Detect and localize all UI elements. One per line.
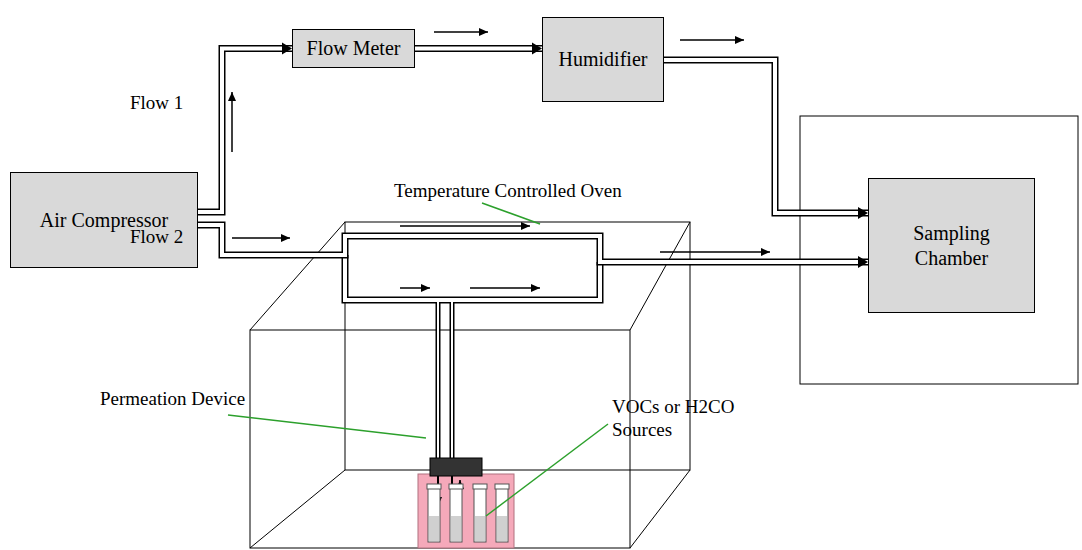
process-box: Flow Meter bbox=[292, 29, 415, 68]
node-text: Flow Meter bbox=[307, 36, 401, 61]
leader-line bbox=[482, 203, 540, 224]
leader-line bbox=[228, 415, 426, 438]
pipe-connector bbox=[415, 43, 542, 55]
compressor-box: Air Compressor bbox=[10, 172, 198, 268]
permeation-bottle bbox=[418, 458, 514, 548]
source-vials bbox=[427, 484, 509, 542]
oven-box bbox=[250, 222, 690, 548]
flow-label: Flow 1 bbox=[130, 92, 183, 115]
chamber-enclosure bbox=[800, 116, 1078, 384]
chamber-box: Sampling Chamber bbox=[868, 178, 1035, 313]
pipe-connector bbox=[198, 43, 292, 213]
pipe-connector bbox=[664, 60, 868, 219]
source-label: VOCs or H2CO Sources bbox=[612, 396, 742, 442]
node-text: Humidifier bbox=[559, 47, 648, 72]
flow-arrows bbox=[232, 32, 770, 288]
device-label: Permeation Device bbox=[100, 388, 245, 411]
pipe-connector bbox=[198, 225, 868, 268]
leader-line bbox=[486, 424, 608, 516]
bypass-pipe bbox=[345, 255, 600, 462]
process-box: Humidifier bbox=[542, 17, 664, 102]
oven-label: Temperature Controlled Oven bbox=[394, 180, 622, 203]
flow-label: Flow 2 bbox=[130, 226, 183, 249]
node-text: Sampling Chamber bbox=[893, 221, 1010, 271]
